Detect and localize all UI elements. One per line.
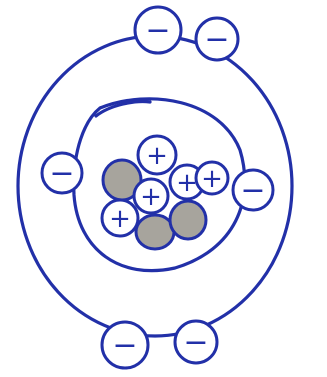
inner-shell-overlap — [96, 102, 150, 116]
svg-text:+: + — [146, 141, 168, 171]
svg-text:−: − — [145, 13, 170, 48]
svg-text:−: − — [49, 156, 74, 191]
electron-outer-3: − — [102, 322, 148, 368]
proton-1: + — [138, 136, 176, 174]
neutron-2 — [136, 215, 174, 249]
neutron-3 — [170, 201, 206, 239]
svg-text:−: − — [204, 22, 229, 57]
nucleus: + + + + + — [102, 136, 228, 249]
proton-3: + — [134, 179, 168, 213]
svg-text:−: − — [112, 328, 137, 363]
svg-text:−: − — [240, 173, 265, 208]
electron-inner-2: − — [233, 170, 273, 210]
proton-5: + — [196, 162, 228, 194]
svg-text:−: − — [183, 325, 208, 360]
electron-outer-1: − — [135, 7, 181, 53]
svg-text:+: + — [201, 164, 223, 194]
svg-text:+: + — [176, 168, 198, 198]
electron-outer-4: − — [175, 321, 217, 363]
svg-text:+: + — [140, 182, 162, 212]
svg-text:+: + — [109, 204, 131, 234]
electron-inner-1: − — [42, 153, 82, 193]
electron-outer-2: − — [196, 18, 238, 60]
proton-4: + — [102, 200, 138, 236]
